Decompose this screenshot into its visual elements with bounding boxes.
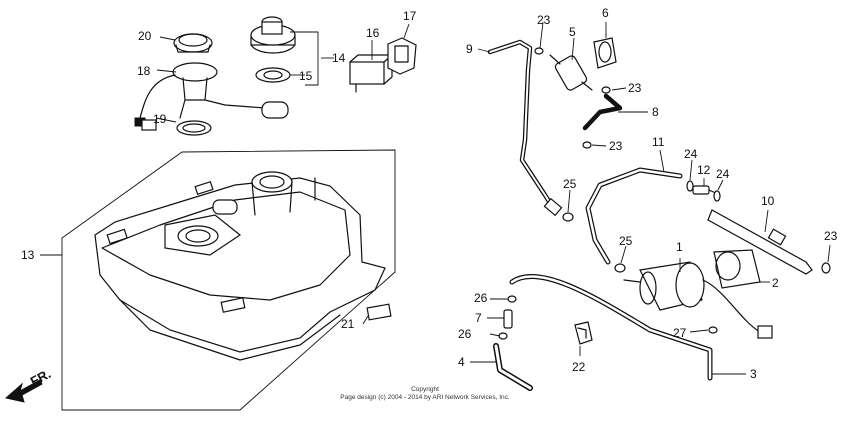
part-20-lock-ring [173, 33, 213, 53]
callout-23-a: 23 [537, 13, 551, 27]
callout-23-c: 23 [609, 139, 623, 153]
callout-15: 15 [299, 69, 313, 83]
callout-5: 5 [569, 25, 576, 39]
copyright-notice: Page design (c) 2004 - 2014 by ARI Netwo… [340, 394, 510, 401]
callout-22: 22 [572, 360, 586, 374]
part-19-packing [176, 120, 212, 136]
part-15-cap-seal [255, 67, 291, 83]
callout-6: 6 [602, 6, 609, 20]
part-22-clamp [574, 321, 593, 345]
callout-2: 2 [772, 276, 779, 290]
callout-27: 27 [673, 326, 687, 340]
part-21-pad [366, 303, 392, 321]
callout-24-b: 24 [716, 167, 730, 181]
callout-25-a: 25 [563, 177, 577, 191]
part-17-rubber-mount [387, 37, 417, 75]
callout-11: 11 [652, 135, 665, 149]
callout-8: 8 [652, 105, 659, 119]
callout-4: 4 [458, 355, 465, 369]
part-8-fuel-tube [582, 93, 623, 131]
part-16-relay [349, 54, 393, 93]
callout-20: 20 [138, 29, 152, 43]
fuel-tank [61, 149, 396, 411]
callout-9: 9 [466, 42, 473, 56]
callout-26-a: 26 [474, 291, 488, 305]
callout-10: 10 [761, 194, 775, 208]
callout-18: 18 [137, 64, 151, 78]
part-7-joint [503, 309, 513, 329]
front-arrow-icon [4, 379, 43, 403]
callout-7: 7 [475, 311, 482, 325]
part-12-joint [692, 185, 721, 196]
part-10-fuel-tube [707, 209, 813, 275]
callout-14: 14 [332, 51, 346, 65]
callout-16: 16 [366, 26, 380, 40]
callout-23-d: 23 [824, 229, 838, 243]
callout-3: 3 [750, 367, 757, 381]
part-2-pump-holder [713, 249, 761, 289]
part-9-fuel-tube [487, 39, 556, 211]
callout-23-b: 23 [628, 81, 642, 95]
leader-lines [40, 21, 831, 375]
callout-12: 12 [697, 163, 711, 177]
callout-17: 17 [403, 9, 417, 23]
part-5-fuel-filter [549, 54, 593, 91]
callout-21: 21 [341, 317, 355, 331]
copyright-title: Copyright [411, 386, 439, 393]
part-6-filter-holder [593, 37, 617, 69]
callout-24-a: 24 [684, 147, 698, 161]
callout-19: 19 [153, 112, 167, 126]
callout-26-b: 26 [458, 327, 472, 341]
callout-25-b: 25 [619, 234, 633, 248]
part-14-fuel-cap [250, 16, 296, 54]
part-4-fuel-tube [493, 343, 533, 391]
callout-13: 13 [21, 248, 35, 262]
part-1-fuel-pump [623, 261, 773, 339]
callout-1: 1 [676, 240, 683, 254]
